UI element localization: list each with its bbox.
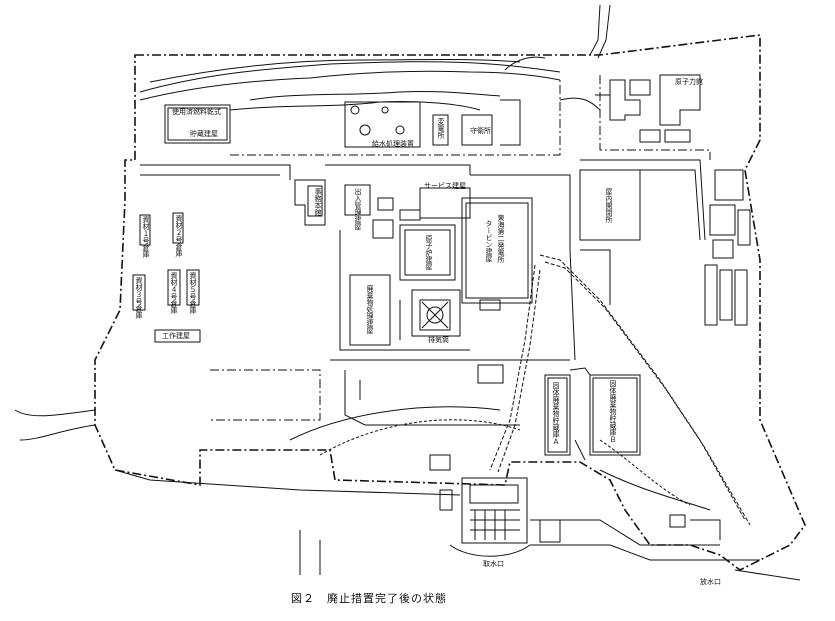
- label-entry-control: 出入管理建屋: [354, 188, 362, 230]
- water-treatment-facility: [344, 101, 421, 148]
- figure-caption: 図２ 廃止措置完了後の状態: [291, 592, 447, 605]
- workshop: [154, 329, 201, 343]
- label-admin-building: 事務本館: [314, 188, 322, 216]
- material-warehouse-3: [132, 274, 146, 311]
- material-warehouse-5: [186, 269, 200, 306]
- intake-structure: [461, 477, 528, 544]
- stack: [419, 299, 451, 331]
- guard-house: [461, 114, 493, 146]
- label-waste-treatment: 廃棄物処理建屋: [366, 285, 374, 334]
- label-turbine-building: タービン建屋: [485, 220, 493, 262]
- waste-treatment-building: [349, 274, 391, 346]
- label-outlet: 放水口: [700, 578, 721, 586]
- label-solid-waste-a: 固体廃棄物貯蔵庫Ａ: [552, 382, 560, 445]
- label-material-1: 資材１号倉庫: [142, 216, 150, 258]
- label-genshiryokukan: 原子力館: [675, 78, 703, 86]
- material-warehouse-2: [172, 212, 184, 244]
- label-stack: 排気筒: [428, 336, 449, 344]
- material-warehouse-4: [167, 269, 181, 306]
- admin-building: [294, 179, 326, 226]
- label-service-building: サービス建屋: [424, 182, 466, 190]
- label-indoor-switchyard: 屋内開閉所: [605, 188, 613, 223]
- reactor-building: [399, 224, 456, 281]
- label-material-4: 資材４号倉庫: [170, 272, 178, 314]
- label-reactor-building: 原子炉建屋: [425, 235, 433, 270]
- genshiryokukan: [659, 74, 701, 126]
- entry-control: [344, 184, 371, 216]
- material-warehouse-1: [139, 214, 151, 246]
- label-substation: 変電所: [437, 118, 445, 139]
- label-spent-fuel-1: 使用済燃料乾式: [172, 108, 221, 116]
- label-intake: 取水口: [483, 560, 504, 568]
- label-water-treatment: 給水処理装置: [372, 140, 414, 148]
- site-boundary: [94, 34, 806, 571]
- label-tokai2: 東海第二発電所: [497, 214, 505, 263]
- label-material-5: 資材５号倉庫: [189, 272, 197, 314]
- label-spent-fuel-2: 貯蔵建屋: [190, 130, 218, 138]
- label-workshop: 工作建屋: [162, 332, 190, 340]
- indoor-switchyard: [579, 169, 641, 241]
- label-guard-house: 守衛所: [470, 127, 491, 135]
- label-solid-waste-b: 固体廃棄物貯蔵庫Ｂ: [609, 380, 617, 443]
- turbine-building: [461, 197, 533, 304]
- label-material-2: 資材２号倉庫: [175, 215, 183, 257]
- label-material-3: 資材３号倉庫: [135, 277, 143, 319]
- spent-fuel-storage: [164, 104, 231, 144]
- substation: [432, 114, 449, 146]
